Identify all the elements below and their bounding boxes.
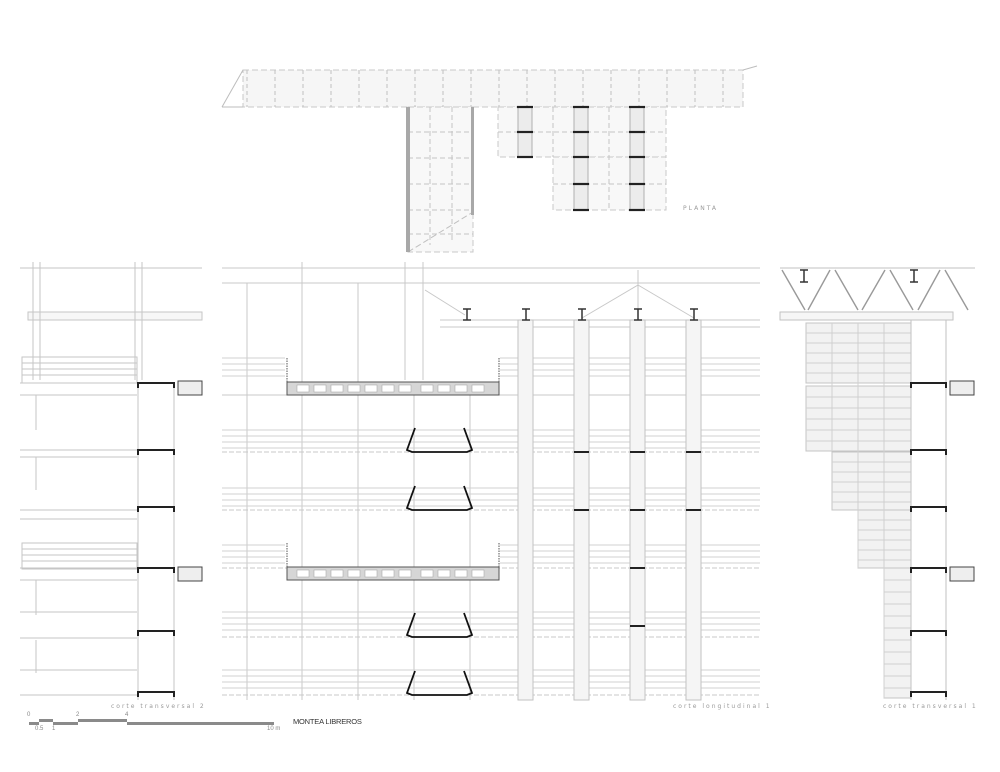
section-transversal-2-label: corte transversal 2 [111,703,206,710]
section-transversal-1-label: corte transversal 1 [883,703,978,710]
scale-tick-4: 4 [125,712,129,718]
project-title: MONTEA LIBREROS [293,717,362,726]
section-longitudinal-1-label: corte longitudinal 1 [673,703,772,710]
scale-tick-0: 0 [27,712,31,718]
plan-label: PLANTA [683,205,718,212]
scale-tick-1: 1 [52,726,56,732]
scale-tick-0-5: 0.5 [35,726,44,732]
scale-tick-2: 2 [76,712,80,718]
scale-tick-10m: 10 m [267,726,281,732]
